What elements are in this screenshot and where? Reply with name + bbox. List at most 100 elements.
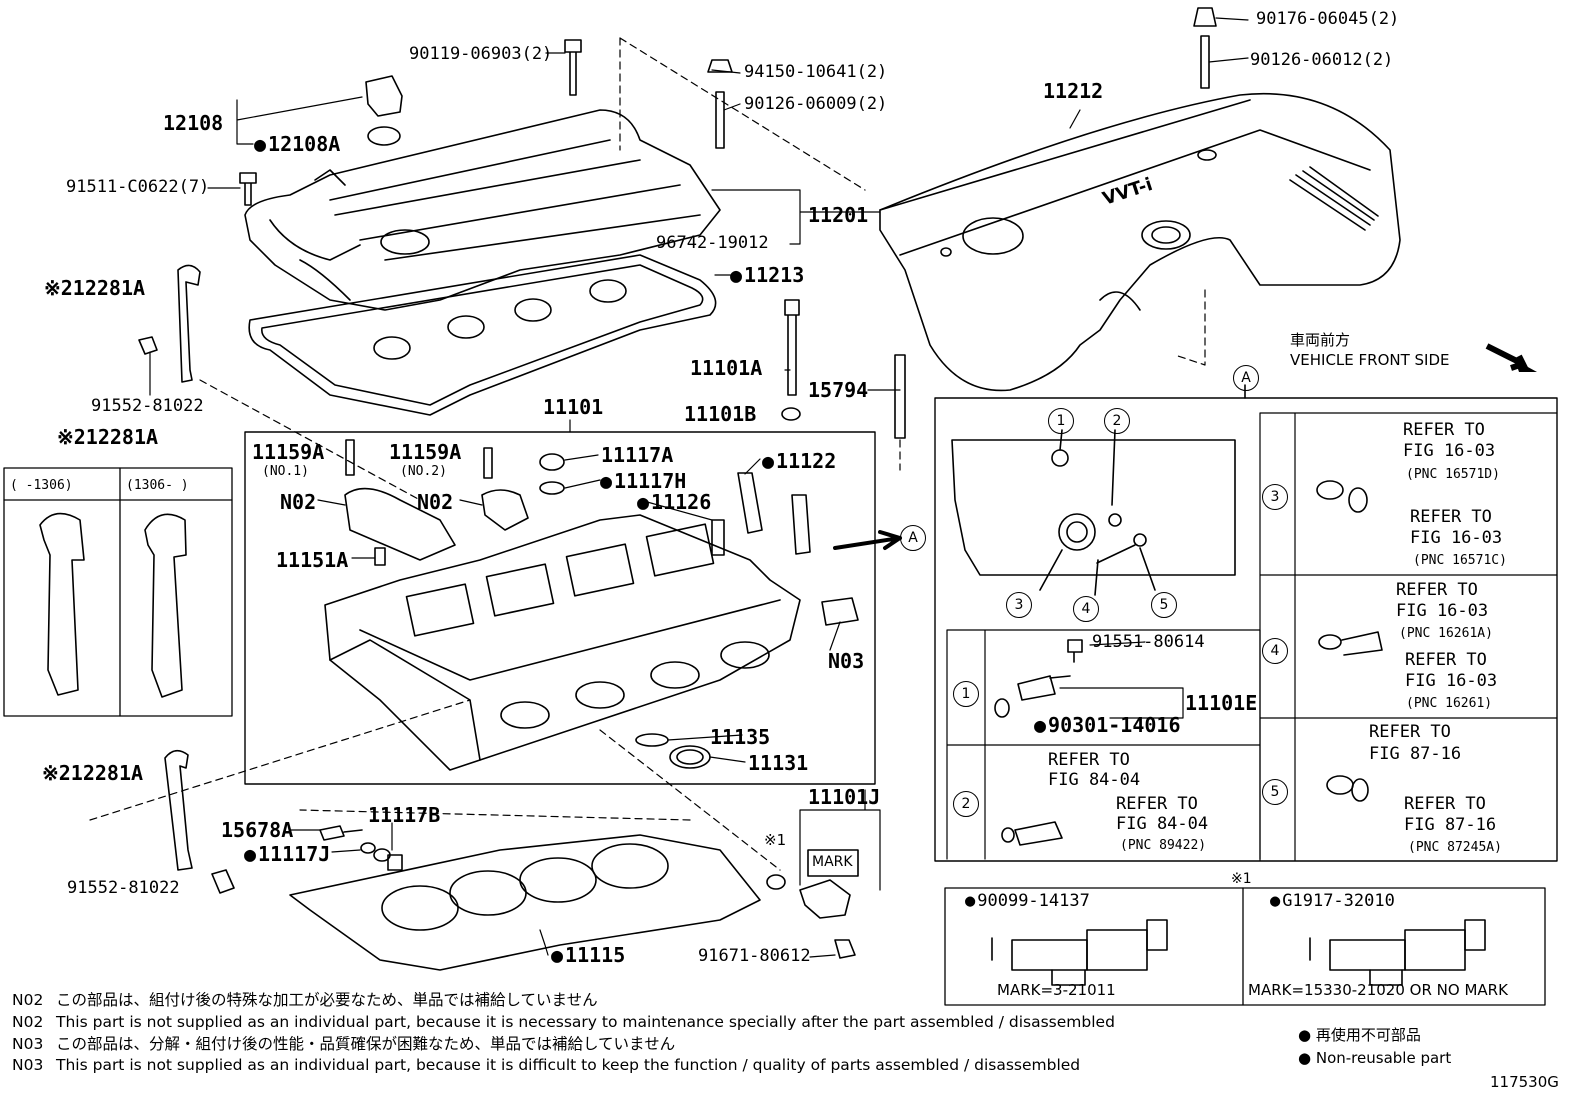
part-15794[interactable]: 15794 <box>808 378 869 402</box>
row-2-refer-2: REFER TO <box>1116 794 1198 814</box>
part-90119-06903[interactable]: 90119-06903(2) <box>409 44 553 64</box>
part-12281a-variant[interactable]: ※212281A <box>57 425 159 449</box>
detail-a-tag: A <box>1233 365 1259 391</box>
part-11213[interactable]: 11213 <box>730 264 804 286</box>
legend-jp: ● 再使用不可部品 <box>1298 1026 1421 1044</box>
note-ref-x1: ※1 <box>764 831 787 849</box>
part-91551-80614[interactable]: 91551-80614 <box>1092 632 1205 652</box>
valve-cover-drawing <box>244 109 721 416</box>
row-2-number: 2 <box>953 791 979 817</box>
svg-text:VVT-i: VVT-i <box>1100 174 1155 210</box>
variant-col-1: ( -1306) <box>10 478 73 493</box>
row-3-fig-1[interactable]: FIG 16-03 <box>1403 441 1496 461</box>
part-11135[interactable]: 11135 <box>710 725 771 749</box>
part-91671-80612[interactable]: 91671-80612 <box>698 946 811 966</box>
part-12108[interactable]: 12108 <box>163 111 224 135</box>
part-n02-right[interactable]: N02 <box>417 490 454 514</box>
variant-box <box>3 467 233 717</box>
part-94150-10641[interactable]: 94150-10641(2) <box>744 62 888 82</box>
part-11117a[interactable]: 11117A <box>601 443 674 467</box>
vehicle-front-jp: 車両前方 <box>1290 331 1351 349</box>
part-12281a-upper[interactable]: ※212281A <box>44 276 146 300</box>
callout-2: 2 <box>1104 408 1130 434</box>
part-11126[interactable]: 11126 <box>637 491 711 513</box>
part-90301-14016[interactable]: 90301-14016 <box>1034 714 1180 736</box>
part-11212[interactable]: 11212 <box>1043 79 1104 103</box>
part-96742-19012[interactable]: 96742-19012 <box>656 233 769 253</box>
variant-col-2: (1306- ) <box>126 478 189 493</box>
row-3-refer-1: REFER TO <box>1403 420 1485 440</box>
part-91511-c0622[interactable]: 91511-C0622(7) <box>66 177 210 197</box>
part-11117j[interactable]: 11117J <box>244 843 330 865</box>
row-2-refer-1: REFER TO <box>1048 750 1130 770</box>
part-11117h[interactable]: 11117H <box>600 470 686 492</box>
row-2-fig-1[interactable]: FIG 84-04 <box>1048 770 1141 790</box>
part-11117b[interactable]: 11117B <box>368 803 441 827</box>
part-15678a[interactable]: 15678A <box>221 818 294 842</box>
ocv-box <box>944 887 1546 1006</box>
detail-a-pointer[interactable]: A <box>900 525 926 551</box>
part-n03[interactable]: N03 <box>828 649 865 673</box>
row-5-refer-1: REFER TO <box>1369 722 1451 742</box>
part-91552-81022-lower[interactable]: 91552-81022 <box>67 878 180 898</box>
part-11101a[interactable]: 11101A <box>690 356 763 380</box>
row-4-fig-2[interactable]: FIG 16-03 <box>1405 671 1498 691</box>
detail-a-frame <box>934 384 1558 862</box>
oil-filler-cap-drawing <box>365 75 403 146</box>
part-12108a[interactable]: 12108A <box>254 133 340 155</box>
non-reusable-dot-icon: ● <box>1298 1049 1316 1067</box>
part-90176-06045[interactable]: 90176-06045(2) <box>1256 9 1400 29</box>
legend-en: ● Non-reusable part <box>1298 1049 1452 1067</box>
row-4-refer-2: REFER TO <box>1405 650 1487 670</box>
ocv-left-mark: MARK=3-21011 <box>997 981 1116 999</box>
part-11159a-no2[interactable]: 11159A <box>389 440 462 464</box>
leader-lines <box>149 17 1249 958</box>
part-11115[interactable]: 11115 <box>551 944 625 966</box>
part-11101e[interactable]: 11101E <box>1185 691 1258 715</box>
row-5-fig-2[interactable]: FIG 87-16 <box>1404 815 1497 835</box>
part-11159a-no1[interactable]: 11159A <box>252 440 325 464</box>
front-arrow-icon <box>1485 343 1537 372</box>
part-11201[interactable]: 11201 <box>808 203 869 227</box>
row-5-pnc: (PNC 87245A) <box>1408 840 1502 855</box>
part-11151a[interactable]: 11151A <box>276 548 349 572</box>
part-90099-14137[interactable]: 90099-14137 <box>965 891 1090 911</box>
callout-5: 5 <box>1151 592 1177 618</box>
row-4-fig-1[interactable]: FIG 16-03 <box>1396 601 1489 621</box>
part-90126-06012[interactable]: 90126-06012(2) <box>1250 50 1394 70</box>
ocv-right-mark: MARK=15330-21020 OR NO MARK <box>1248 981 1508 999</box>
cylinder-head-box <box>244 431 876 785</box>
row-3-pnc-1: (PNC 16571D) <box>1406 467 1500 482</box>
row-1-number: 1 <box>953 681 979 707</box>
row-2-fig-2[interactable]: FIG 84-04 <box>1116 814 1209 834</box>
non-reusable-dot-icon: ● <box>1298 1026 1316 1044</box>
row-2-pnc: (PNC 89422) <box>1120 838 1207 853</box>
part-n02-left[interactable]: N02 <box>280 490 317 514</box>
part-11101[interactable]: 11101 <box>543 395 604 419</box>
row-5-number: 5 <box>1262 779 1288 805</box>
part-11101j[interactable]: 11101J <box>808 785 881 809</box>
row-3-number: 3 <box>1262 484 1288 510</box>
part-91552-81022-upper[interactable]: 91552-81022 <box>91 396 204 416</box>
row-5-fig-1[interactable]: FIG 87-16 <box>1369 744 1462 764</box>
row-3-fig-2[interactable]: FIG 16-03 <box>1410 528 1503 548</box>
part-11122[interactable]: 11122 <box>762 450 836 472</box>
vehicle-front-en: VEHICLE FRONT SIDE <box>1290 351 1450 369</box>
part-11159a-no2-sub: (NO.2) <box>400 464 447 479</box>
row-3-refer-2: REFER TO <box>1410 507 1492 527</box>
part-g1917-32010[interactable]: G1917-32010 <box>1270 891 1395 911</box>
figure-id: 117530G <box>1490 1073 1559 1091</box>
callout-1: 1 <box>1048 408 1074 434</box>
part-11101b[interactable]: 11101B <box>684 402 757 426</box>
cylinder-head-drawing <box>324 439 902 771</box>
ocv-header: ※1 <box>1231 871 1252 887</box>
callout-3: 3 <box>1006 592 1032 618</box>
part-90126-06009[interactable]: 90126-06009(2) <box>744 94 888 114</box>
part-12281a-lower[interactable]: ※212281A <box>42 761 144 785</box>
part-11131[interactable]: 11131 <box>748 751 809 775</box>
